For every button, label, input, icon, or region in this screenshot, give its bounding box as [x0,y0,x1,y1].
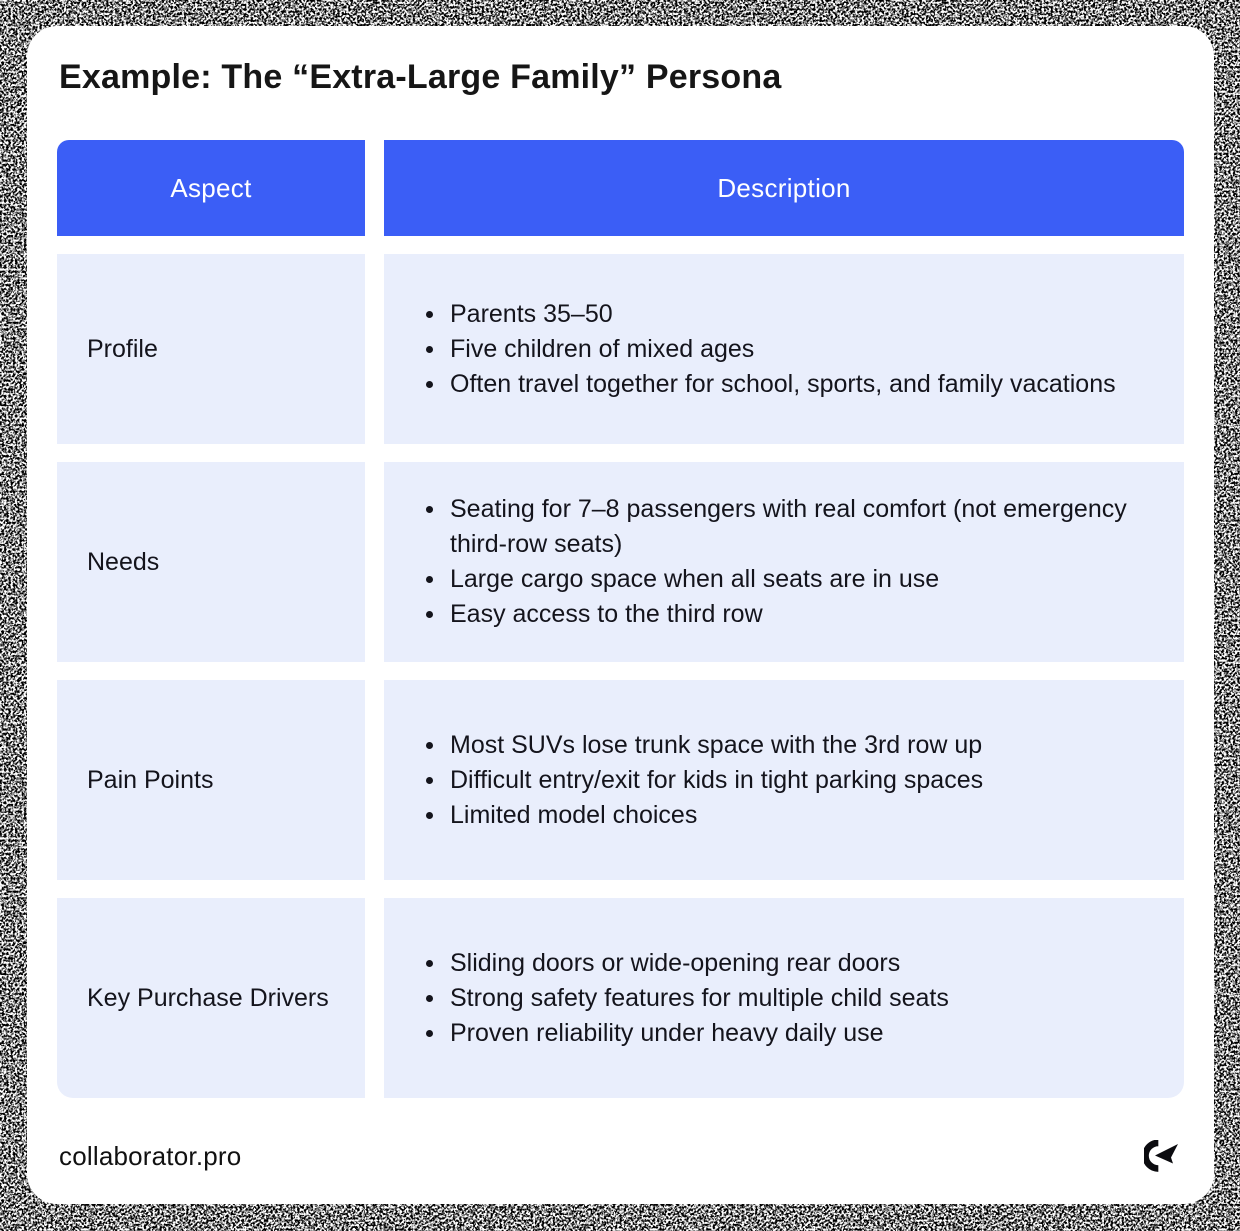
bullet-item: Parents 35–50 [424,297,1116,332]
aspect-label: Needs [87,547,160,576]
page-title: Example: The “Extra-Large Family” Person… [59,58,782,96]
persona-table: Aspect Description Profile Parents 35–50… [57,140,1184,1098]
description-cell: Seating for 7–8 passengers with real com… [384,462,1184,662]
aspect-label: Profile [87,334,158,363]
bullet-item: Strong safety features for multiple chil… [424,981,949,1016]
bullet-item: Large cargo space when all seats are in … [424,562,1154,597]
bullet-item: Seating for 7–8 passengers with real com… [424,492,1154,562]
aspect-cell: Key Purchase Drivers [57,898,365,1098]
bullet-list: Seating for 7–8 passengers with real com… [424,492,1154,632]
brand-text: collaborator.pro [59,1140,242,1171]
bullet-item: Easy access to the third row [424,597,1154,632]
aspect-label: Key Purchase Drivers [87,983,329,1012]
bullet-item: Difficult entry/exit for kids in tight p… [424,763,983,798]
column-header-aspect: Aspect [57,140,365,236]
description-cell: Sliding doors or wide-opening rear doors… [384,898,1184,1098]
description-cell: Most SUVs lose trunk space with the 3rd … [384,680,1184,880]
aspect-cell: Profile [57,254,365,444]
bullet-item: Five children of mixed ages [424,332,1116,367]
bullet-item: Sliding doors or wide-opening rear doors [424,946,949,981]
bullet-list: Most SUVs lose trunk space with the 3rd … [424,728,983,833]
bullet-list: Sliding doors or wide-opening rear doors… [424,946,949,1051]
column-header-description: Description [384,140,1184,236]
bullet-item: Proven reliability under heavy daily use [424,1016,949,1051]
collaborator-logo-icon [1144,1140,1178,1172]
bullet-item: Often travel together for school, sports… [424,367,1116,402]
aspect-cell: Pain Points [57,680,365,880]
footer: collaborator.pro [57,1140,1184,1172]
aspect-cell: Needs [57,462,365,662]
content-card: Example: The “Extra-Large Family” Person… [27,26,1214,1204]
aspect-label: Pain Points [87,765,214,794]
bullet-item: Limited model choices [424,798,983,833]
bullet-item: Most SUVs lose trunk space with the 3rd … [424,728,983,763]
